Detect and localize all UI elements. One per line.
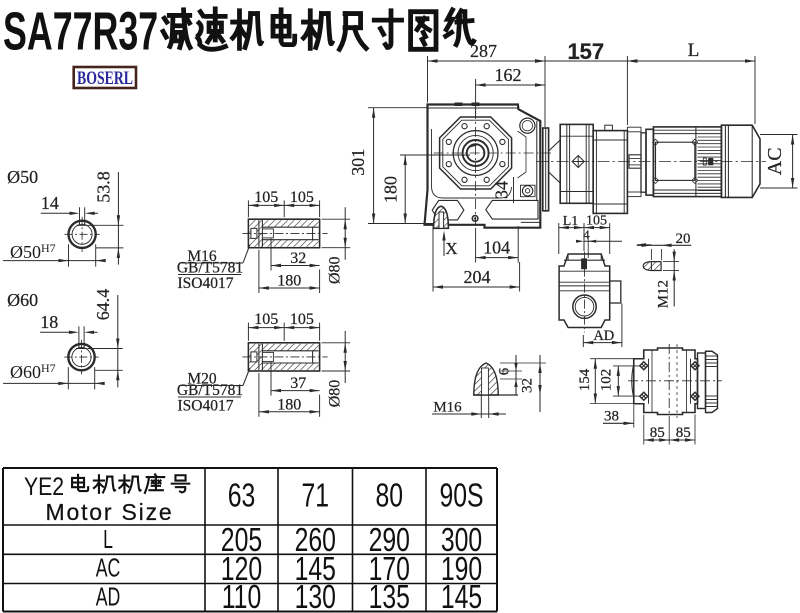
svg-text:YE2: YE2: [24, 472, 64, 500]
svg-text:Motor Size: Motor Size: [46, 499, 174, 525]
svg-text:135: 135: [369, 579, 410, 613]
svg-text:105: 105: [290, 311, 314, 328]
svg-text:110: 110: [222, 579, 262, 613]
svg-text:AC: AC: [764, 147, 786, 175]
svg-text:85: 85: [650, 425, 665, 441]
svg-text:32: 32: [520, 378, 536, 393]
svg-text:145: 145: [295, 550, 336, 588]
svg-text:32: 32: [290, 250, 306, 267]
svg-text:104: 104: [483, 238, 510, 258]
svg-text:GB/T5781: GB/T5781: [177, 260, 243, 277]
svg-text:Ø60: Ø60: [7, 290, 38, 310]
svg-text:205: 205: [221, 521, 262, 559]
svg-text:X: X: [445, 239, 457, 258]
svg-text:53.8: 53.8: [93, 171, 113, 203]
svg-text:L1: L1: [563, 214, 579, 229]
svg-text:190: 190: [441, 550, 482, 588]
svg-text:GB/T5781: GB/T5781: [177, 382, 243, 399]
svg-text:20: 20: [676, 231, 691, 247]
svg-text:290: 290: [369, 521, 410, 559]
svg-text:71: 71: [301, 477, 329, 515]
svg-text:37: 37: [290, 375, 306, 392]
svg-text:63: 63: [228, 477, 256, 515]
svg-text:AD: AD: [96, 582, 121, 611]
svg-text:AD: AD: [593, 328, 614, 344]
svg-text:M20: M20: [187, 371, 217, 388]
svg-text:301: 301: [348, 149, 368, 176]
svg-text:180: 180: [381, 176, 401, 203]
svg-text:14: 14: [41, 193, 59, 213]
svg-text:260: 260: [295, 521, 336, 559]
svg-text:Ø50: Ø50: [7, 167, 38, 187]
svg-text:Ø80: Ø80: [327, 380, 344, 408]
svg-text:105: 105: [586, 214, 607, 229]
svg-text:287: 287: [470, 41, 497, 61]
svg-text:34: 34: [492, 181, 512, 199]
svg-text:154: 154: [577, 368, 593, 391]
svg-text:L: L: [103, 524, 113, 553]
svg-text:64.4: 64.4: [93, 289, 113, 321]
svg-text:204: 204: [464, 267, 491, 287]
svg-text:170: 170: [369, 550, 410, 588]
svg-text:18: 18: [40, 312, 58, 332]
svg-text:105: 105: [290, 189, 314, 206]
svg-text:Ø80: Ø80: [327, 256, 344, 284]
svg-text:162: 162: [495, 65, 522, 85]
svg-text:L: L: [688, 40, 700, 61]
svg-text:105: 105: [254, 311, 278, 328]
svg-text:ISO4017: ISO4017: [178, 275, 234, 292]
svg-text:120: 120: [221, 550, 262, 588]
svg-text:M16: M16: [187, 248, 217, 265]
svg-text:85: 85: [676, 425, 691, 441]
svg-text:157: 157: [567, 39, 604, 64]
svg-text:AC: AC: [96, 553, 121, 582]
svg-text:BOSERL: BOSERL: [77, 69, 133, 89]
svg-text:38: 38: [604, 409, 619, 425]
svg-text:180: 180: [277, 396, 301, 413]
svg-text:ISO4017: ISO4017: [178, 398, 234, 415]
svg-text:SA77R37: SA77R37: [3, 1, 158, 61]
svg-text:180: 180: [277, 273, 301, 290]
svg-text:130: 130: [295, 579, 336, 613]
svg-text:4: 4: [583, 227, 590, 242]
svg-text:90S: 90S: [439, 477, 483, 515]
svg-text:105: 105: [254, 189, 278, 206]
svg-text:102: 102: [599, 369, 615, 392]
svg-text:80: 80: [375, 477, 403, 515]
svg-text:145: 145: [441, 579, 482, 613]
svg-text:M12: M12: [655, 280, 671, 308]
svg-text:300: 300: [441, 521, 482, 559]
svg-text:M16: M16: [433, 400, 462, 416]
